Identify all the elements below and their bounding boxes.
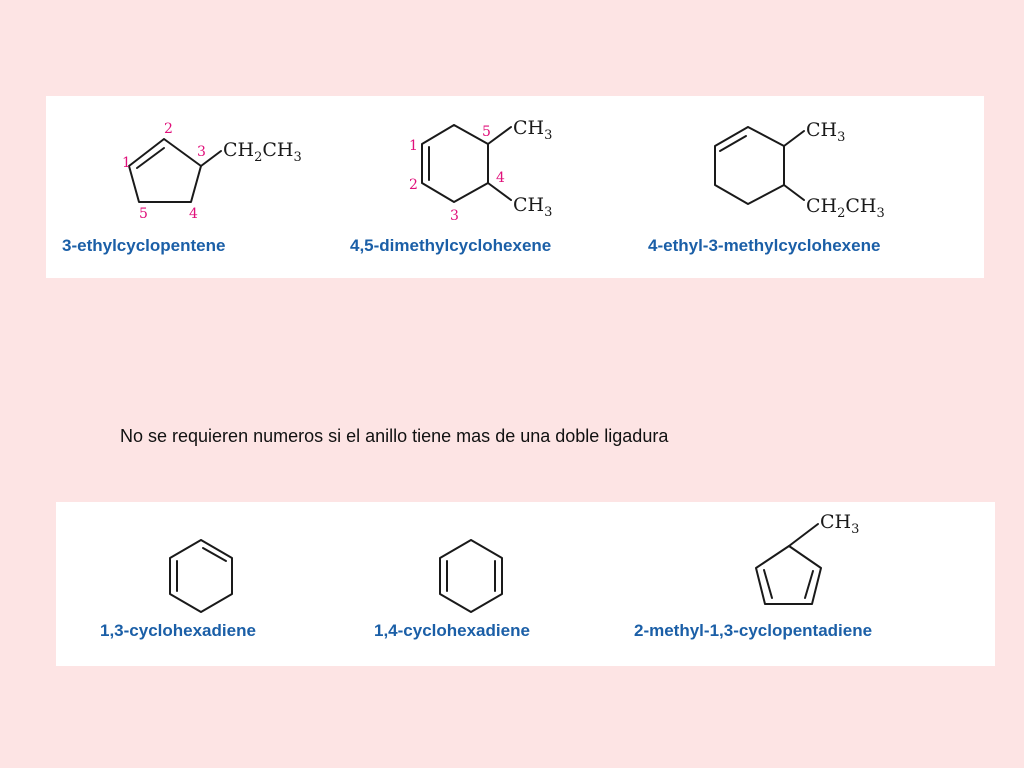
methyl-group-label-4: CH3 (513, 194, 552, 220)
bottom-structures-panel: CH3 1,3-cyclohexadiene 1,4-cyclohexadien… (56, 502, 995, 666)
locant-1: 1 (409, 138, 418, 154)
double-bond-b (804, 570, 814, 599)
cyclopentene-ring (128, 138, 202, 203)
structure-4-ethyl-3-methylcyclohexene: CH3 CH2CH3 (714, 119, 885, 221)
double-bond-a (763, 569, 773, 599)
ethyl-group-label: CH2CH3 (806, 195, 885, 221)
cyclohexadiene-ring (169, 539, 233, 613)
cyclohexene-ring (714, 126, 785, 205)
methyl-group-label: CH3 (820, 511, 859, 537)
ethyl-group-label: CH2CH3 (223, 139, 302, 165)
locant-5: 5 (482, 124, 491, 140)
compound-name-4-ethyl-3-methylcyclohexene: 4-ethyl-3-methylcyclohexene (648, 236, 881, 255)
methyl-bond (788, 523, 819, 547)
ethyl-bond (200, 150, 222, 167)
methyl-bond-5 (487, 126, 512, 145)
top-structures-panel: CH2CH3 1 2 3 4 5 CH3 CH3 1 2 3 4 5 (46, 96, 984, 278)
structure-1-3-cyclohexadiene (169, 539, 233, 613)
locant-1: 1 (122, 155, 131, 171)
methyl-bond-4 (487, 182, 512, 201)
double-bond-b (202, 547, 227, 562)
bottom-structures-svg: CH3 (169, 511, 859, 613)
methyl-group-label: CH3 (806, 119, 845, 145)
structure-2-methyl-1-3-cyclopentadiene: CH3 (755, 511, 859, 605)
locant-4: 4 (496, 170, 505, 186)
compound-name-2-methyl-1-3-cyclopentadiene: 2-methyl-1,3-cyclopentadiene (634, 621, 873, 640)
ethyl-bond (783, 184, 805, 201)
structure-4-5-dimethylcyclohexene: CH3 CH3 1 2 3 4 5 (409, 117, 552, 224)
compound-name-4-5-dimethylcyclohexene: 4,5-dimethylcyclohexene (350, 236, 552, 255)
locant-5: 5 (139, 206, 148, 222)
compound-name-1-4-cyclohexadiene: 1,4-cyclohexadiene (374, 621, 530, 640)
locant-2: 2 (409, 177, 418, 193)
locant-3: 3 (450, 208, 459, 224)
compound-name-3-ethylcyclopentene: 3-ethylcyclopentene (62, 236, 226, 255)
locant-3: 3 (197, 144, 206, 160)
structure-1-4-cyclohexadiene (439, 539, 503, 613)
methyl-group-label-5: CH3 (513, 117, 552, 143)
cyclopentadiene-ring (755, 545, 822, 605)
locant-2: 2 (164, 121, 173, 137)
note-text: No se requieren numeros si el anillo tie… (120, 426, 669, 446)
cyclohexadiene-ring (439, 539, 503, 613)
methyl-bond (783, 130, 805, 147)
cyclohexene-ring (421, 124, 489, 203)
compound-name-1-3-cyclohexadiene: 1,3-cyclohexadiene (100, 621, 256, 640)
top-structures-svg: CH2CH3 1 2 3 4 5 CH3 CH3 1 2 3 4 5 (122, 117, 885, 224)
structure-3-ethylcyclopentene: CH2CH3 1 2 3 4 5 (122, 121, 302, 222)
double-bond (719, 135, 747, 152)
double-bond-1-2 (136, 147, 165, 169)
locant-4: 4 (189, 206, 198, 222)
